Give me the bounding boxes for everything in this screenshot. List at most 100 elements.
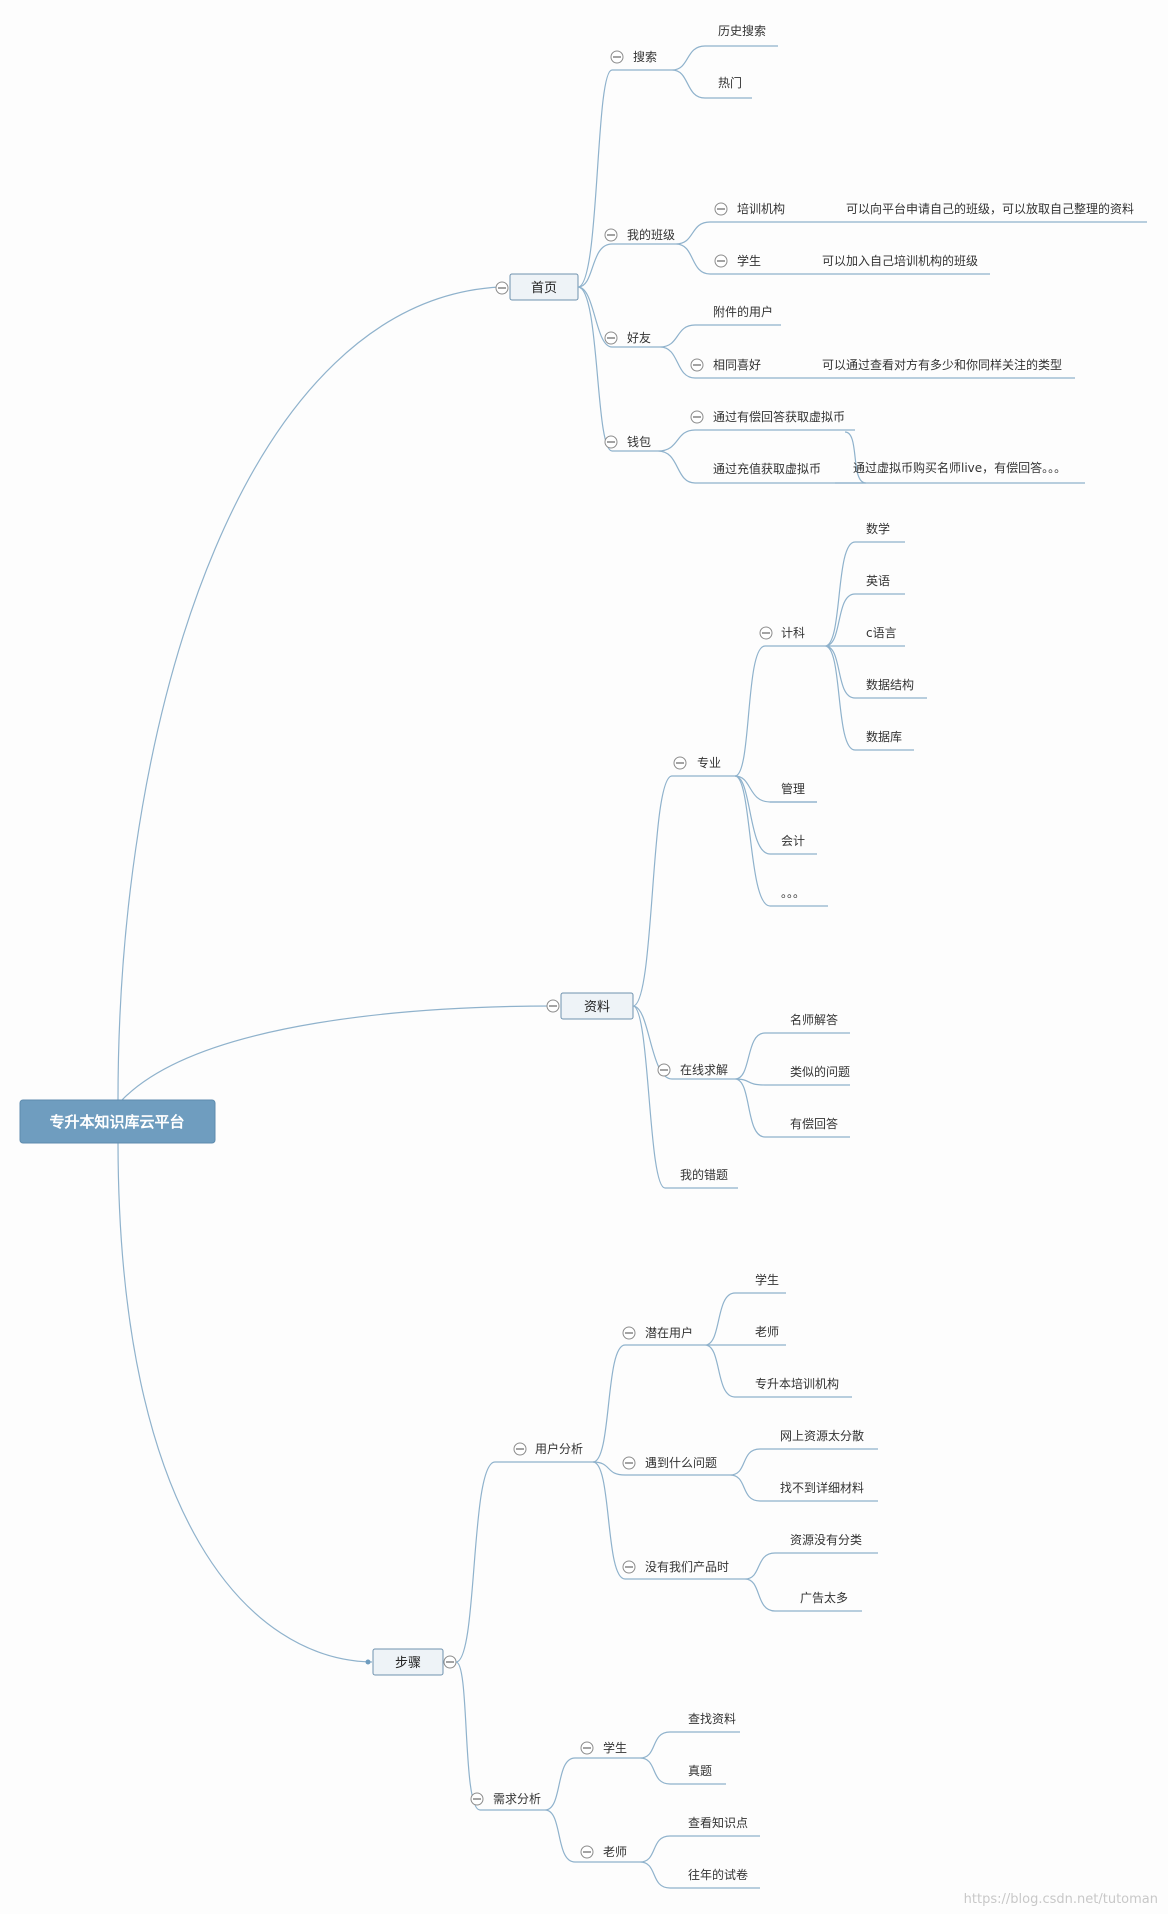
needs-collapse-icon[interactable]	[470, 1792, 484, 1806]
edge-major-accounting	[734, 775, 817, 855]
attached-users-node[interactable]: 附件的用户	[713, 304, 773, 319]
edge-root-steps	[117, 1139, 373, 1663]
no-category-node[interactable]: 资源没有分类	[790, 1532, 862, 1547]
needs-teacher-node[interactable]: 老师	[603, 1845, 627, 1859]
needs-student-node[interactable]: 学生	[603, 1740, 627, 1755]
branch-steps: 步骤 用户分析 潜在用户 学生 老师 专升本培训机构 遇到什么问题 网上资源太分…	[365, 1272, 878, 1889]
math-node[interactable]: 数学	[866, 521, 890, 536]
scattered-node[interactable]: 网上资源太分散	[780, 1428, 864, 1443]
problems-collapse-icon[interactable]	[622, 1456, 636, 1470]
edge-friends-children	[659, 324, 696, 379]
view-knowledge-node[interactable]: 查看知识点	[688, 1816, 748, 1830]
edge-home-friends	[577, 286, 660, 348]
edge-wallet-children	[657, 429, 696, 484]
paid-answer-collapse-icon[interactable]	[690, 410, 704, 424]
edge-user-problems	[592, 1461, 730, 1476]
home-label: 首页	[531, 281, 557, 296]
etc-node[interactable]: 。。。	[781, 886, 805, 900]
similar-question-node[interactable]: 类似的问题	[790, 1064, 850, 1079]
hobby-collapse-icon[interactable]	[690, 358, 704, 372]
past-papers-node[interactable]: 往年的试卷	[688, 1867, 748, 1882]
potential-collapse-icon[interactable]	[622, 1326, 636, 1340]
data-structure-node[interactable]: 数据结构	[866, 677, 914, 692]
find-materials-node[interactable]: 查找资料	[688, 1712, 736, 1726]
online-collapse-icon[interactable]	[657, 1063, 671, 1077]
user-analysis-node[interactable]: 用户分析	[535, 1441, 583, 1456]
edge-materials-mistakes	[632, 1005, 738, 1189]
edge-materials-online	[632, 1005, 735, 1080]
edge-materials-major	[632, 775, 735, 1007]
steps-box[interactable]	[372, 1648, 444, 1676]
edge-without-children	[744, 1552, 878, 1612]
teacher-answer-node[interactable]: 名师解答	[790, 1012, 838, 1027]
search-collapse-icon[interactable]	[610, 50, 624, 64]
friends-collapse-icon[interactable]	[604, 331, 618, 345]
accounting-node[interactable]: 会计	[781, 834, 805, 848]
c-language-node[interactable]: c语言	[866, 626, 897, 640]
edge-home-wallet	[577, 286, 658, 452]
too-many-ads-node[interactable]: 广告太多	[800, 1590, 848, 1605]
training-collapse-icon[interactable]	[714, 202, 728, 216]
steps-anchor-dot	[365, 1659, 371, 1665]
root-node[interactable]: 专升本知识库云平台	[19, 1099, 216, 1144]
online-node[interactable]: 在线求解	[680, 1063, 728, 1077]
problems-node[interactable]: 遇到什么问题	[645, 1456, 717, 1470]
paid-answer-node[interactable]: 通过有偿回答获取虚拟币	[713, 409, 845, 424]
edge-major-etc	[734, 775, 828, 907]
steps-label: 步骤	[395, 1656, 421, 1671]
needs-node[interactable]: 需求分析	[493, 1792, 541, 1806]
major-collapse-icon[interactable]	[673, 756, 687, 770]
major-node[interactable]: 专业	[697, 755, 721, 770]
branch-materials: 资料 专业 管理 会计 。。。 计科 数学 英语 c语言 数据结构 数据库 在线…	[546, 521, 927, 1189]
watermark-text: https://blog.csdn.net/tutoman	[964, 1892, 1158, 1907]
materials-collapse-icon[interactable]	[546, 999, 560, 1013]
needs-student-collapse-icon[interactable]	[580, 1741, 594, 1755]
without-node[interactable]: 没有我们产品时	[645, 1559, 729, 1574]
user-analysis-collapse-icon[interactable]	[513, 1442, 527, 1456]
mistakes-node[interactable]: 我的错题	[680, 1167, 728, 1182]
edge-problems-children	[729, 1448, 878, 1502]
class-student-collapse-icon[interactable]	[714, 254, 728, 268]
cs-node[interactable]: 计科	[781, 626, 805, 640]
recharge-node[interactable]: 通过充值获取虚拟币	[713, 461, 821, 476]
steps-collapse-icon[interactable]	[443, 1655, 457, 1669]
potential-training-node[interactable]: 专升本培训机构	[755, 1376, 839, 1391]
edge-needs-children	[544, 1757, 640, 1863]
edge-online-children	[734, 1032, 850, 1138]
edge-myclass-children	[675, 221, 711, 275]
cs-collapse-icon[interactable]	[759, 626, 773, 640]
home-collapse-icon[interactable]	[495, 281, 509, 295]
needs-teacher-collapse-icon[interactable]	[580, 1845, 594, 1859]
myclass-node[interactable]: 我的班级	[627, 227, 675, 242]
friends-node[interactable]: 好友	[627, 331, 651, 345]
wallet-note: 通过虚拟币购买名师live，有偿回答。。。	[853, 460, 1066, 475]
database-node[interactable]: 数据库	[866, 729, 902, 744]
without-collapse-icon[interactable]	[622, 1560, 636, 1574]
hot-node[interactable]: 热门	[718, 75, 742, 90]
edge-home-myclass	[577, 243, 676, 288]
class-student-node[interactable]: 学生	[737, 253, 761, 268]
edge-root-materials	[121, 1005, 556, 1101]
real-exam-node[interactable]: 真题	[688, 1764, 712, 1778]
manage-node[interactable]: 管理	[781, 781, 805, 796]
potential-node[interactable]: 潜在用户	[645, 1325, 693, 1340]
search-node[interactable]: 搜索	[633, 49, 657, 64]
edge-steps-needs	[455, 1661, 545, 1811]
history-search-node[interactable]: 历史搜索	[718, 23, 766, 38]
wallet-collapse-icon[interactable]	[604, 435, 618, 449]
edge-user-potential	[592, 1344, 705, 1463]
myclass-collapse-icon[interactable]	[604, 228, 618, 242]
branch-home: 首页 搜索 历史搜索 热门 我的班级 培训机构 可以向平台申请自己的班级，可以放…	[495, 23, 1147, 484]
wallet-node[interactable]: 钱包	[627, 434, 651, 449]
potential-student-node[interactable]: 学生	[755, 1272, 779, 1287]
materials-label: 资料	[584, 1000, 610, 1015]
edge-needs-student-children	[639, 1731, 740, 1785]
training-node[interactable]: 培训机构	[737, 201, 785, 216]
no-detail-node[interactable]: 找不到详细材料	[780, 1480, 864, 1495]
english-node[interactable]: 英语	[866, 574, 890, 588]
potential-teacher-node[interactable]: 老师	[755, 1325, 779, 1339]
same-hobby-node[interactable]: 相同喜好	[713, 358, 761, 372]
paid-reply-node[interactable]: 有偿回答	[790, 1116, 838, 1131]
edge-potential-children	[704, 1292, 852, 1398]
